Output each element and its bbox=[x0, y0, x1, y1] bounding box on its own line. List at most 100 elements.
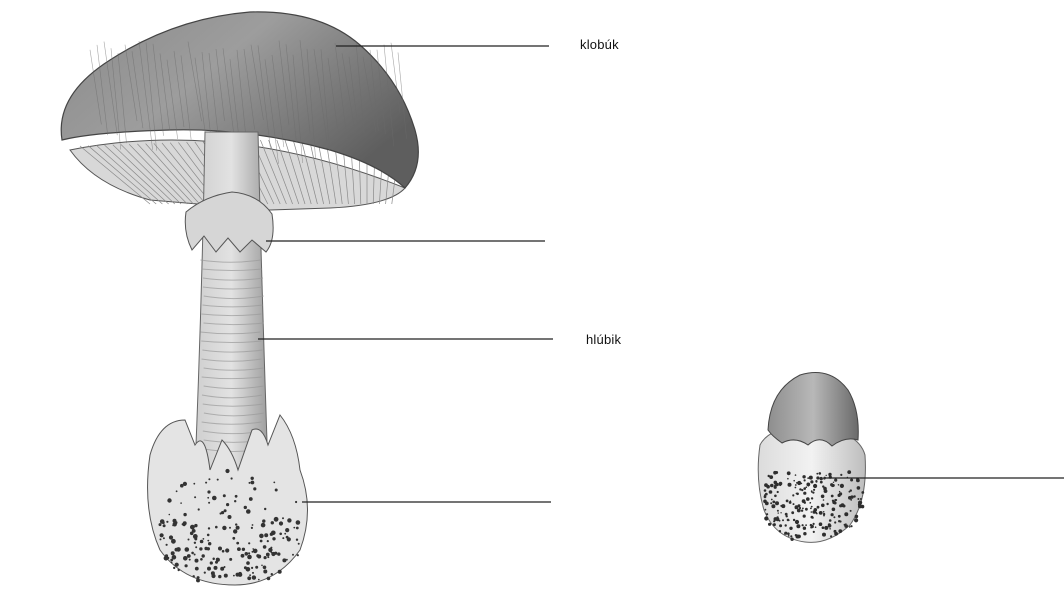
egg-speckle bbox=[780, 512, 781, 513]
volva-speckle bbox=[233, 529, 237, 533]
volva-speckle bbox=[185, 547, 190, 552]
egg-speckle bbox=[801, 489, 803, 491]
volva-speckle bbox=[260, 540, 263, 543]
volva-speckle bbox=[251, 567, 253, 569]
egg-speckle bbox=[775, 501, 779, 505]
volva-speckle bbox=[252, 572, 254, 574]
volva-speckle bbox=[261, 565, 263, 567]
volva-speckle bbox=[236, 542, 239, 545]
volva-speckle bbox=[256, 554, 259, 557]
egg-speckle bbox=[801, 510, 803, 512]
egg-speckle bbox=[811, 525, 814, 528]
egg-speckle bbox=[812, 517, 814, 519]
egg-speckle bbox=[834, 530, 837, 533]
volva-speckle bbox=[191, 552, 194, 555]
volva-speckle bbox=[266, 553, 270, 557]
egg-speckle bbox=[820, 477, 823, 480]
egg-speckle bbox=[834, 502, 837, 505]
volva-speckle bbox=[242, 548, 245, 551]
egg-speckle bbox=[796, 493, 799, 496]
egg-speckle bbox=[810, 508, 812, 510]
egg-speckle bbox=[829, 528, 831, 530]
volva-speckle bbox=[279, 521, 283, 525]
egg-speckle bbox=[811, 506, 813, 508]
volva-speckle bbox=[282, 517, 284, 519]
volva-speckle bbox=[263, 570, 267, 574]
egg-speckle bbox=[770, 484, 774, 488]
egg-speckle bbox=[769, 475, 773, 479]
egg-speckle bbox=[803, 527, 806, 530]
egg-speckle bbox=[850, 510, 852, 512]
egg-speckle bbox=[844, 524, 848, 528]
egg-speckle bbox=[819, 511, 823, 515]
volva-speckle bbox=[241, 554, 245, 558]
egg-speckle bbox=[844, 512, 848, 516]
egg-speckle bbox=[802, 475, 805, 478]
volva-speckle bbox=[189, 559, 191, 561]
volva-speckle bbox=[233, 575, 235, 577]
egg-speckle bbox=[805, 524, 807, 526]
egg-speckle bbox=[781, 504, 785, 508]
egg-speckle bbox=[774, 495, 777, 498]
volva-speckle bbox=[248, 552, 250, 554]
volva-speckle bbox=[295, 501, 297, 503]
egg-speckle bbox=[834, 521, 836, 523]
volva-speckle bbox=[249, 574, 251, 576]
volva-speckle bbox=[275, 489, 278, 492]
egg-speckle bbox=[784, 532, 787, 535]
volva-speckle bbox=[175, 563, 179, 567]
volva-speckle bbox=[244, 506, 247, 509]
volva-speckle bbox=[169, 535, 173, 539]
egg-speckle bbox=[793, 519, 795, 521]
volva-speckle bbox=[188, 539, 190, 541]
mature-mushroom bbox=[61, 12, 418, 585]
volva-speckle bbox=[207, 534, 210, 537]
volva-speckle bbox=[259, 534, 264, 539]
volva-speckle bbox=[292, 554, 294, 556]
volva-speckle bbox=[163, 524, 166, 527]
volva-speckle bbox=[270, 547, 272, 549]
volva-speckle bbox=[264, 508, 266, 510]
volva-speckle bbox=[258, 579, 260, 581]
egg-speckle bbox=[802, 524, 804, 526]
volva-speckle bbox=[286, 559, 288, 561]
volva-speckle bbox=[274, 517, 279, 522]
volva-speckle bbox=[195, 567, 199, 571]
egg-speckle bbox=[779, 530, 781, 532]
egg-speckle bbox=[811, 490, 813, 492]
egg-speckle bbox=[815, 526, 817, 528]
volva-speckle bbox=[212, 496, 217, 501]
egg-speckle bbox=[775, 471, 778, 474]
egg-speckle bbox=[830, 535, 832, 537]
egg-speckle bbox=[823, 513, 825, 515]
volva-speckle bbox=[277, 552, 280, 555]
volva-speckle bbox=[229, 558, 232, 561]
volva-speckle bbox=[198, 508, 200, 510]
volva-speckle bbox=[284, 533, 286, 535]
egg-speckle bbox=[769, 490, 773, 494]
egg-speckle bbox=[803, 487, 806, 490]
egg-speckle bbox=[803, 515, 806, 518]
volva-speckle bbox=[271, 531, 276, 536]
egg-speckle bbox=[838, 520, 840, 522]
volva-speckle bbox=[171, 539, 176, 544]
egg-speckle bbox=[766, 485, 770, 489]
volva-speckle bbox=[183, 513, 186, 516]
egg-speckle bbox=[786, 500, 789, 503]
egg-speckle bbox=[813, 523, 815, 525]
egg-speckle bbox=[823, 499, 825, 501]
egg-speckle bbox=[797, 535, 801, 539]
volva-speckle bbox=[193, 483, 195, 485]
volva-speckle bbox=[263, 545, 267, 549]
egg-speckle bbox=[795, 487, 797, 489]
volva-speckle bbox=[207, 540, 209, 542]
volva-speckle bbox=[278, 570, 282, 574]
volva-speckle bbox=[262, 519, 265, 522]
volva-speckle bbox=[248, 542, 250, 544]
volva-speckle bbox=[224, 574, 228, 578]
egg-speckle bbox=[806, 497, 810, 501]
volva-speckle bbox=[252, 551, 254, 553]
volva-speckle bbox=[225, 469, 229, 473]
egg-speckle bbox=[860, 498, 862, 500]
egg-speckle bbox=[857, 486, 861, 490]
